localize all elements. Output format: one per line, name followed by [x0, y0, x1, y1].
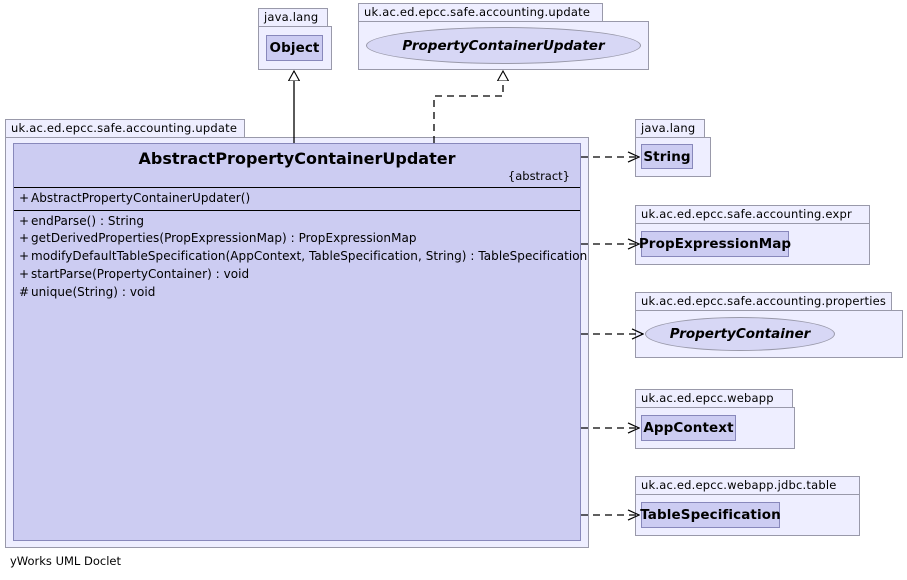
footer-label: yWorks UML Doclet: [10, 554, 121, 568]
package-tab-string: java.lang: [635, 119, 705, 138]
visibility-marker: +: [19, 266, 30, 281]
class-node-prop-expression-map[interactable]: PropExpressionMap: [638, 231, 792, 257]
member-signature: getDerivedProperties(PropExpressionMap) …: [31, 231, 417, 246]
class-name-label: TableSpecification: [640, 507, 781, 523]
class-node-app-context[interactable]: AppContext: [641, 415, 736, 441]
package-label: java.lang: [264, 9, 319, 24]
method-row: +endParse() : String: [14, 213, 580, 231]
visibility-marker: +: [19, 249, 30, 264]
constructor-row: +AbstractPropertyContainerUpdater(): [14, 190, 580, 208]
class-stereotype-label: {abstract}: [507, 169, 570, 183]
member-signature: startParse(PropertyContainer) : void: [31, 266, 250, 281]
visibility-marker: +: [19, 213, 30, 228]
method-row: +startParse(PropertyContainer) : void: [14, 266, 580, 284]
package-label: uk.ac.ed.epcc.webapp: [641, 390, 774, 405]
method-row: #unique(String) : void: [14, 284, 580, 302]
class-node-object[interactable]: Object: [266, 35, 323, 61]
package-label: uk.ac.ed.epcc.safe.accounting.expr: [641, 206, 852, 221]
package-tab-java-lang-object: java.lang: [258, 8, 328, 27]
class-name-label: AppContext: [643, 420, 734, 436]
interface-name-label: PropertyContainer: [669, 326, 811, 342]
class-name-label: String: [643, 148, 691, 165]
package-tab-property-container-updater: uk.ac.ed.epcc.safe.accounting.update: [358, 3, 603, 22]
interface-node-property-container[interactable]: PropertyContainer: [645, 317, 835, 351]
edge-realization-property-container-updater: [433, 71, 503, 143]
class-node-string[interactable]: String: [641, 144, 693, 169]
package-tab-property-container: uk.ac.ed.epcc.safe.accounting.properties: [635, 292, 892, 311]
package-label: java.lang: [641, 120, 696, 135]
member-signature: modifyDefaultTableSpecification(AppConte…: [31, 249, 588, 264]
package-label: uk.ac.ed.epcc.webapp.jdbc.table: [641, 477, 837, 492]
interface-name-label: PropertyContainerUpdater: [402, 37, 605, 54]
package-tab-table-specification: uk.ac.ed.epcc.webapp.jdbc.table: [635, 476, 860, 495]
visibility-marker: +: [19, 231, 30, 246]
package-tab-prop-expression-map: uk.ac.ed.epcc.safe.accounting.expr: [635, 205, 870, 224]
member-signature: unique(String) : void: [31, 284, 156, 299]
visibility-marker: +: [19, 190, 30, 205]
package-label: uk.ac.ed.epcc.safe.accounting.update: [364, 4, 591, 19]
member-signature: endParse() : String: [31, 213, 145, 228]
class-name-label: PropExpressionMap: [638, 236, 792, 252]
visibility-marker: #: [19, 284, 30, 299]
interface-node-property-container-updater[interactable]: PropertyContainerUpdater: [366, 27, 641, 64]
class-header: AbstractPropertyContainerUpdater {abstra…: [14, 144, 580, 188]
class-name-label: Object: [269, 40, 320, 56]
class-node-table-specification[interactable]: TableSpecification: [640, 502, 781, 528]
package-label: uk.ac.ed.epcc.safe.accounting.update: [11, 120, 238, 135]
method-section: +endParse() : String +getDerivedProperti…: [14, 211, 587, 540]
method-row: +getDerivedProperties(PropExpressionMap)…: [14, 230, 580, 248]
method-row: +modifyDefaultTableSpecification(AppCont…: [14, 248, 587, 266]
package-tab-main: uk.ac.ed.epcc.safe.accounting.update: [5, 119, 245, 138]
package-tab-app-context: uk.ac.ed.epcc.webapp: [635, 389, 793, 408]
constructor-section: +AbstractPropertyContainerUpdater(): [14, 188, 580, 211]
class-name-label: AbstractPropertyContainerUpdater: [138, 149, 456, 168]
package-label: uk.ac.ed.epcc.safe.accounting.properties: [641, 293, 887, 308]
member-signature: AbstractPropertyContainerUpdater(): [31, 190, 251, 205]
class-node-abstract-property-container-updater[interactable]: AbstractPropertyContainerUpdater {abstra…: [13, 143, 587, 541]
